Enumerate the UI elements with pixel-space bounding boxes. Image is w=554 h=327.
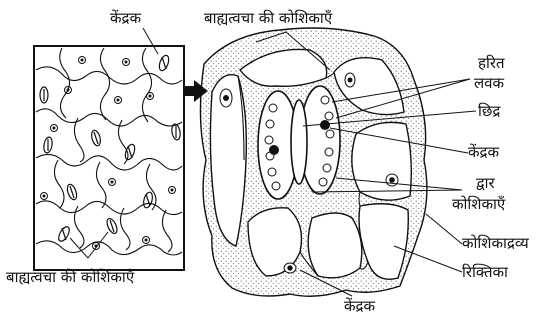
- label-epidermal-cells-bottom: बाह्यत्वचा की कोशिकाएँ: [6, 268, 134, 286]
- label-nucleus-right: केंद्रक: [468, 143, 499, 161]
- epidermal-nuclei: [41, 57, 176, 250]
- label-nucleus-bottom: केंद्रक: [344, 297, 375, 315]
- guard-cell-nucleus: [269, 145, 279, 155]
- label-chloroplast-line2: लवक: [474, 74, 504, 92]
- label-guard-cells-line2: कोशिकाएँ: [452, 195, 505, 213]
- magnified-stoma: [200, 28, 426, 296]
- label-guard-cells-line1: द्वार: [476, 174, 495, 192]
- label-nucleus-top-left: केंद्रक: [110, 9, 141, 27]
- epidermis-panel: [34, 28, 184, 270]
- stomatal-pore: [291, 100, 307, 184]
- label-vacuole: रिक्तिका: [462, 263, 508, 281]
- left-panel-leader-lines: [70, 28, 158, 258]
- label-epidermal-cells-top: बाह्यत्वचा की कोशिकाएँ: [204, 9, 332, 27]
- guard-cell-nucleus: [320, 120, 330, 130]
- label-chloroplast-line1: हरित: [478, 54, 505, 72]
- label-pore: छिद्र: [478, 102, 500, 120]
- wavy-cell-walls: [36, 48, 182, 255]
- cell-bottom-center: [308, 213, 362, 278]
- small-stomata: [40, 54, 181, 243]
- stoma-complex: [258, 86, 340, 199]
- label-cytoplasm: कोशिकाद्रव्य: [462, 234, 529, 252]
